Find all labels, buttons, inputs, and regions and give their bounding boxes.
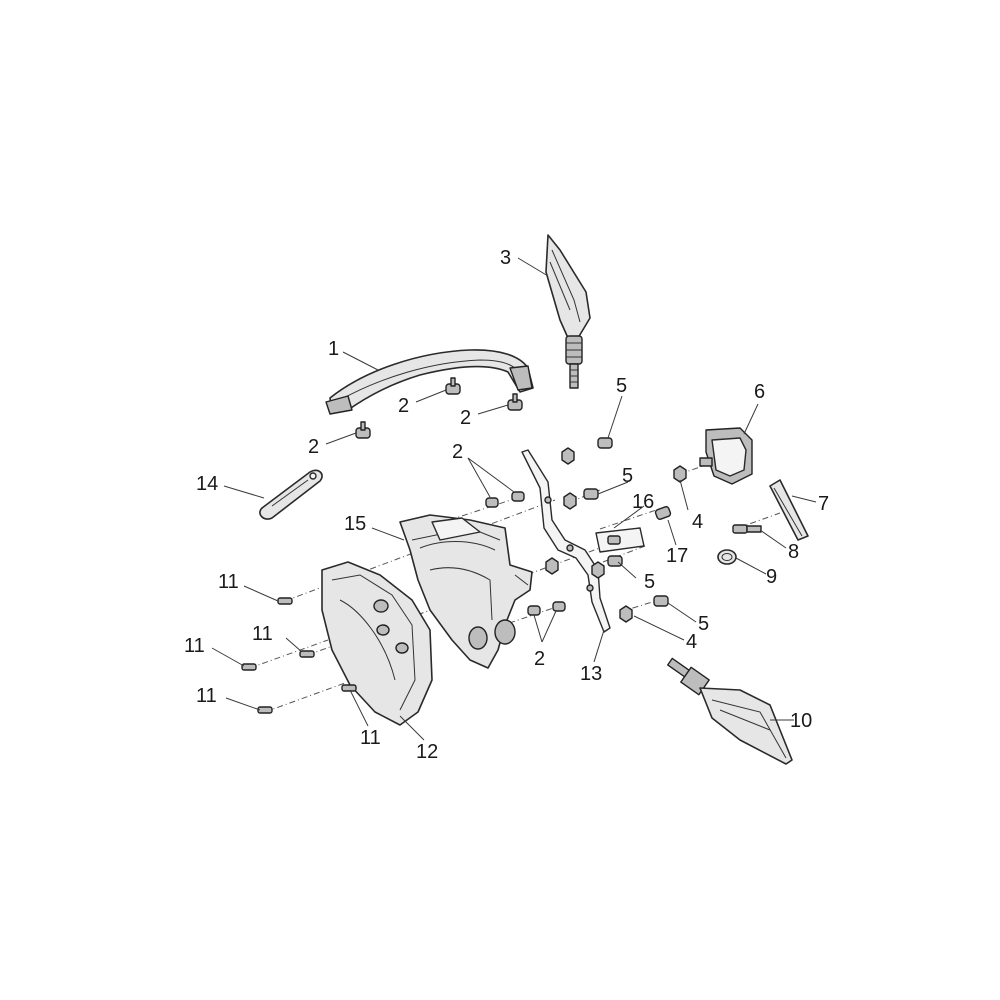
axis-line xyxy=(249,639,329,669)
part-3-turn-signal-upper xyxy=(545,234,591,389)
callout-2: 2 xyxy=(452,441,463,463)
part-16-plate xyxy=(595,527,645,553)
axis-line xyxy=(264,682,346,713)
bolt-5 xyxy=(563,488,599,510)
callout-2: 2 xyxy=(398,395,409,417)
callout-labels: 1 2 2 2 2 2 3 4 4 5 5 5 5 6 7 8 9 10 11 … xyxy=(184,247,829,763)
screw-11 xyxy=(277,597,293,605)
part-9-cap xyxy=(717,549,737,565)
callout-3: 3 xyxy=(500,247,511,269)
callout-11: 11 xyxy=(184,635,205,657)
callout-13: 13 xyxy=(580,663,602,685)
bolt-5 xyxy=(653,595,669,607)
screw-11 xyxy=(257,706,273,714)
callout-5: 5 xyxy=(616,375,627,397)
callout-7: 7 xyxy=(818,493,829,515)
screw-2 xyxy=(511,491,525,502)
callout-4: 4 xyxy=(686,631,697,653)
nut-4 xyxy=(673,465,687,483)
nut-4 xyxy=(619,605,633,623)
callout-17: 17 xyxy=(666,545,688,567)
axis-line xyxy=(602,545,646,563)
part-15-holder-body xyxy=(399,514,533,669)
callout-9: 9 xyxy=(766,566,777,588)
callout-11: 11 xyxy=(218,571,239,593)
callout-2: 2 xyxy=(308,436,319,458)
callout-14: 14 xyxy=(196,473,218,495)
callout-11: 11 xyxy=(196,685,217,707)
callout-6: 6 xyxy=(754,381,765,403)
callout-1: 1 xyxy=(328,338,339,360)
part-8-bolt xyxy=(732,524,762,534)
screw-2 xyxy=(445,377,461,395)
bolt-5 xyxy=(545,555,623,579)
part-1-grab-rail xyxy=(325,349,534,415)
part-6-light xyxy=(699,427,753,485)
axis-line xyxy=(737,512,781,529)
screw-2 xyxy=(485,497,499,508)
part-14-reflector xyxy=(259,469,323,520)
part-10-turn-signal-lower xyxy=(666,657,793,765)
bolt-5 xyxy=(561,437,613,465)
callout-11: 11 xyxy=(252,623,273,645)
screw-2 xyxy=(527,605,541,616)
screw-11 xyxy=(341,684,357,692)
callout-16: 16 xyxy=(632,491,654,513)
callout-8: 8 xyxy=(788,541,799,563)
callout-11: 11 xyxy=(360,727,381,749)
leader-lines xyxy=(211,257,817,741)
axis-line xyxy=(599,505,669,530)
part-7-reflector xyxy=(769,479,809,541)
fasteners xyxy=(241,377,687,714)
callout-2: 2 xyxy=(460,407,471,429)
screw-2 xyxy=(355,421,371,439)
callout-4: 4 xyxy=(692,511,703,533)
screw-11 xyxy=(299,650,315,658)
bolt-17 xyxy=(654,506,672,520)
screw-2 xyxy=(507,393,523,411)
screw-2 xyxy=(552,601,566,612)
callout-5: 5 xyxy=(644,571,655,593)
callout-2: 2 xyxy=(534,648,545,670)
screw-11 xyxy=(241,663,257,671)
callout-12: 12 xyxy=(416,741,438,763)
callout-5: 5 xyxy=(622,465,633,487)
callout-10: 10 xyxy=(790,710,812,732)
part-12-rear-cover xyxy=(321,561,433,726)
callout-5: 5 xyxy=(698,613,709,635)
part-13-bracket xyxy=(521,449,611,633)
callout-15: 15 xyxy=(344,513,366,535)
